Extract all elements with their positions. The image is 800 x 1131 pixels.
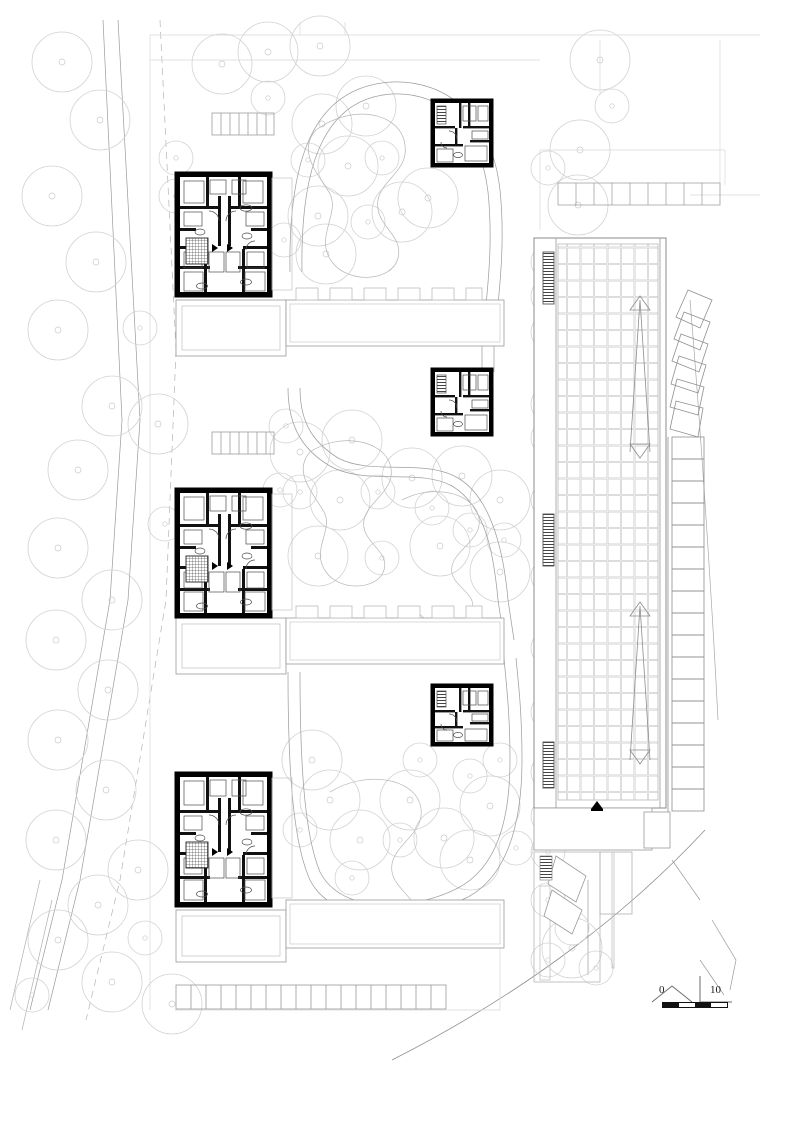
parking-mid-left [211,431,275,455]
parking-bottom [175,984,447,1010]
scale-segment-1 [663,1003,679,1007]
parking-top-right [557,182,721,206]
service-structures [533,807,671,983]
residential-block-a [174,171,293,298]
scale-segment-3 [695,1003,711,1007]
small-unit-1 [430,98,494,168]
scale-end-label: 10 [710,984,721,996]
low-terrace-buildings [175,287,505,963]
scale-start-label: 0 [659,984,665,996]
scale-bar-labels: 0 10 [648,984,758,999]
parking-top-left [211,112,275,136]
scale-bar-graphic [662,1002,728,1008]
landscape-paths [287,81,523,917]
grid-hall-building [533,237,667,809]
parking-east-column [667,289,713,815]
residential-block-c [174,771,293,908]
scale-segment-4 [711,1003,727,1007]
scale-segment-2 [679,1003,695,1007]
residential-block-b [174,487,293,619]
small-unit-3 [430,683,494,747]
entrance-marker-icon [591,801,603,811]
small-unit-2 [430,367,494,437]
scale-bar: 0 10 [648,984,758,1030]
